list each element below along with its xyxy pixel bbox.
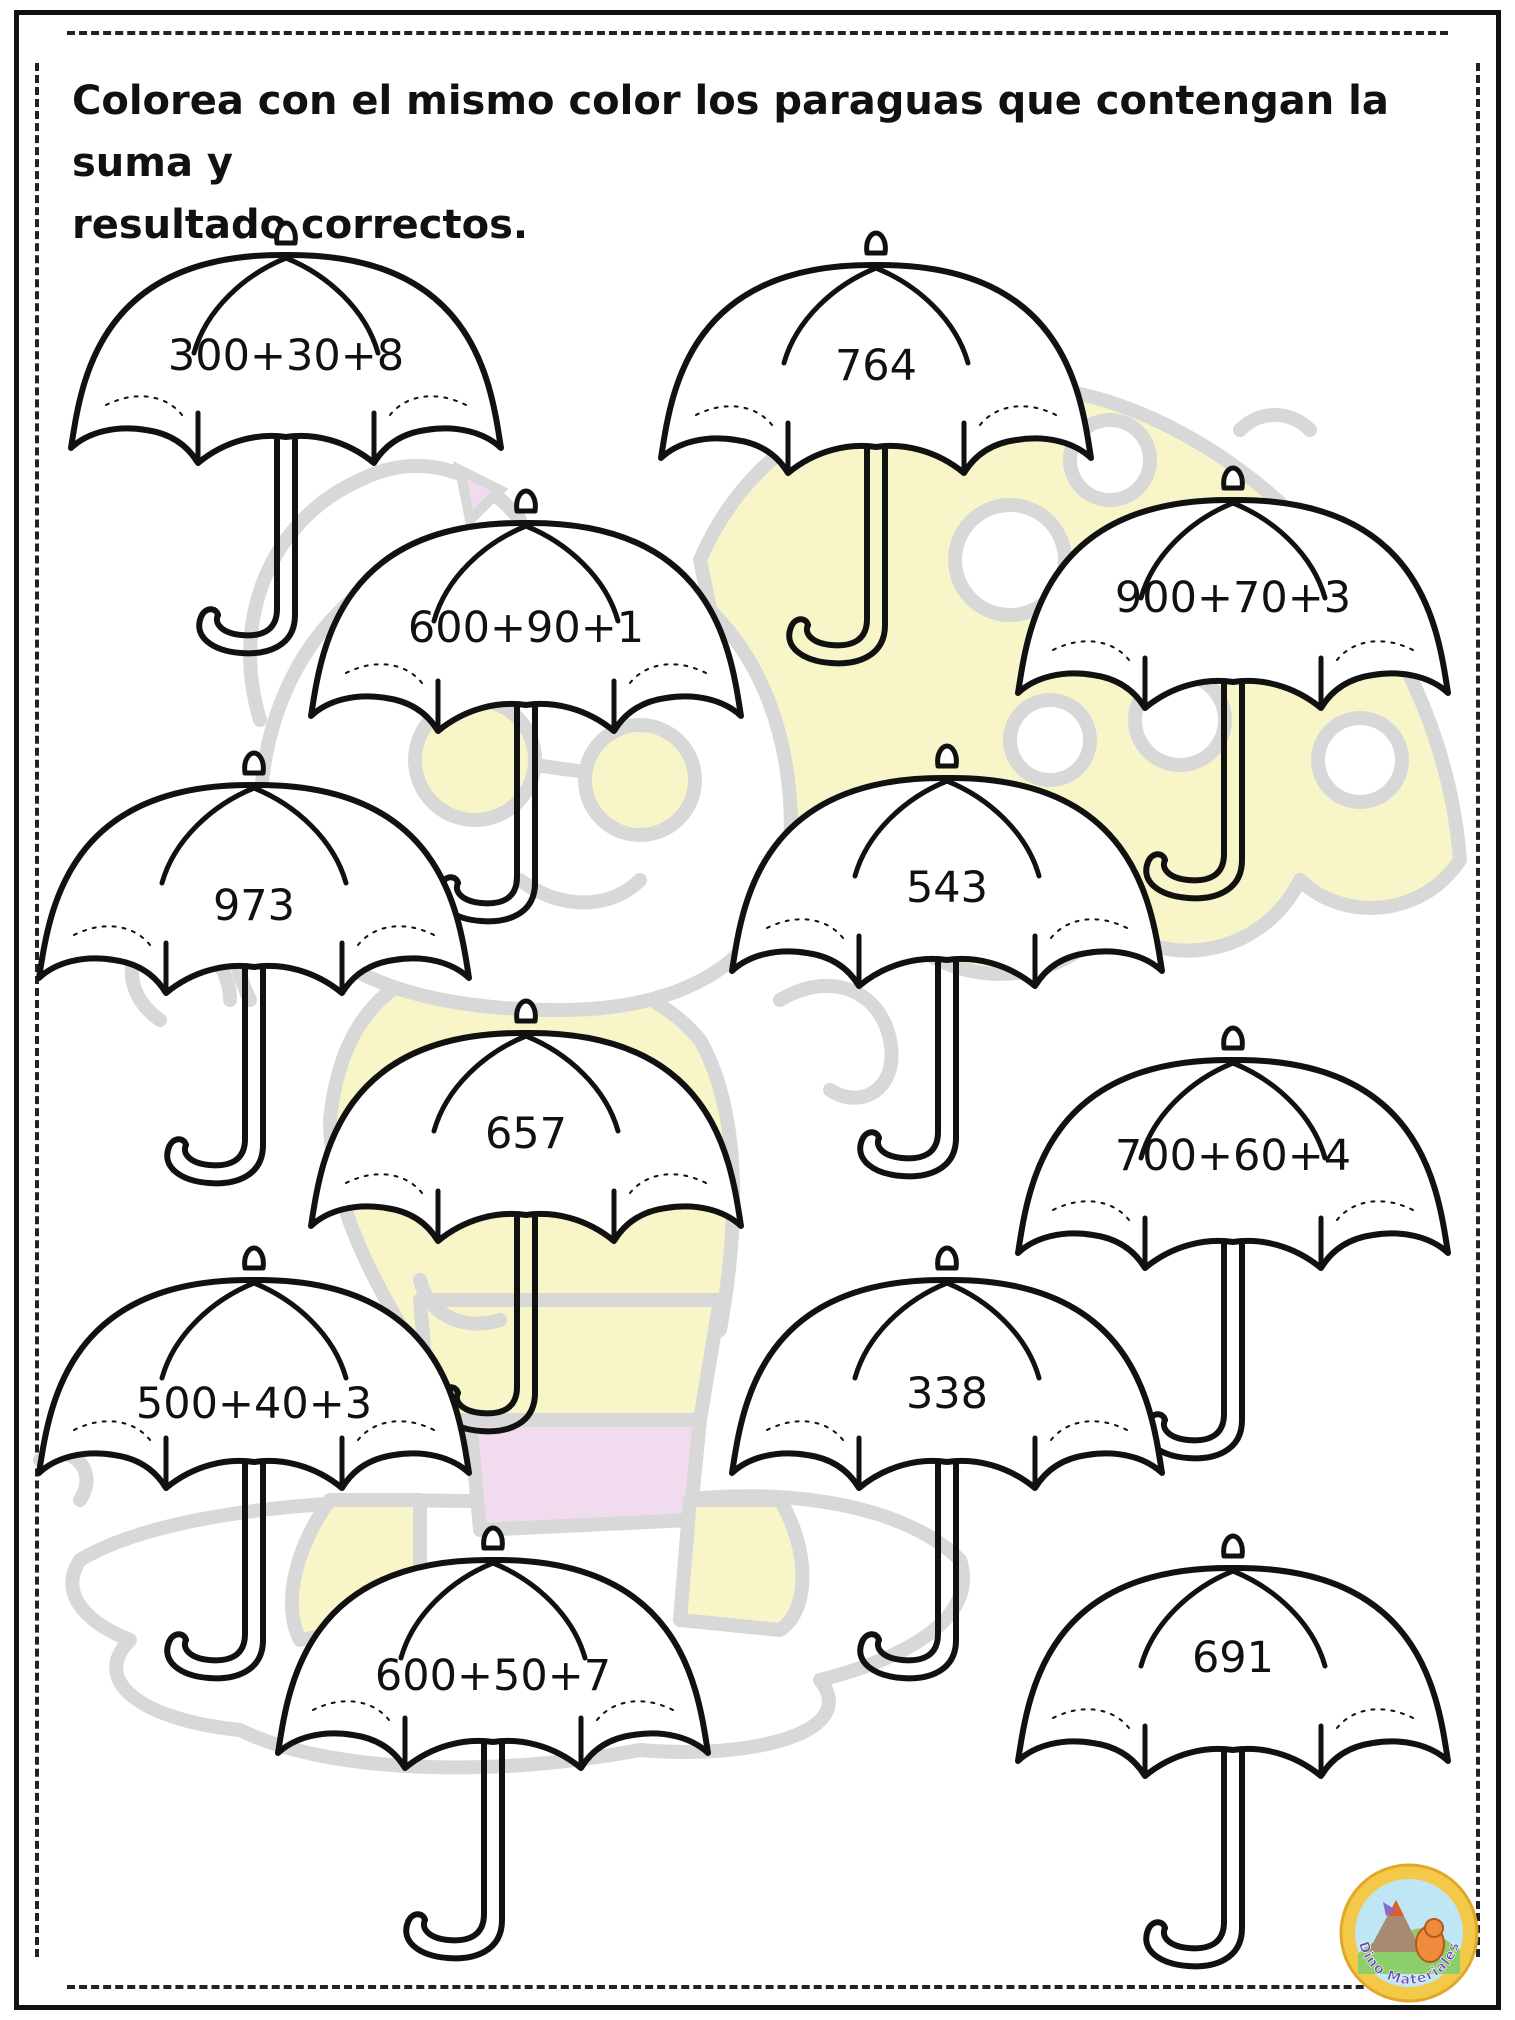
dino-materiales-logo: Dino Materiales bbox=[1339, 1863, 1479, 2003]
umbrella-12[interactable]: 691 bbox=[1018, 1536, 1448, 1966]
page-border bbox=[14, 10, 1501, 2010]
border-dashes-bottom bbox=[67, 1985, 1448, 1989]
umbrella-5[interactable]: 973 bbox=[39, 753, 469, 1183]
umbrella-9-label: 500+40+3 bbox=[136, 1379, 372, 1429]
instructions-text: Colorea con el mismo color los paraguas … bbox=[72, 70, 1462, 256]
umbrella-2[interactable]: 764 bbox=[661, 233, 1091, 663]
umbrella-1-label: 300+30+8 bbox=[168, 331, 404, 381]
umbrella-12-label: 691 bbox=[1192, 1633, 1274, 1683]
umbrella-10-label: 338 bbox=[906, 1369, 988, 1419]
umbrella-5-label: 973 bbox=[213, 881, 295, 931]
umbrella-11-label: 600+50+7 bbox=[375, 1651, 611, 1701]
umbrella-8[interactable]: 700+60+4 bbox=[1018, 1028, 1448, 1458]
umbrella-1[interactable]: 300+30+8 bbox=[71, 223, 501, 653]
umbrella-8-label: 700+60+4 bbox=[1115, 1131, 1351, 1181]
umbrella-7-label: 657 bbox=[485, 1109, 567, 1159]
umbrella-4[interactable]: 900+70+3 bbox=[1018, 468, 1448, 898]
umbrella-3[interactable]: 600+90+1 bbox=[311, 491, 741, 921]
umbrella-6-label: 543 bbox=[906, 863, 988, 913]
umbrella-6[interactable]: 543 bbox=[732, 746, 1162, 1176]
umbrella-9[interactable]: 500+40+3 bbox=[39, 1248, 469, 1678]
border-dashes-right bbox=[1476, 63, 1480, 1957]
border-dashes-top bbox=[67, 31, 1448, 35]
border-dashes-left bbox=[35, 63, 39, 1957]
instructions-line-2: resultado correctos. bbox=[72, 202, 529, 248]
umbrella-3-label: 600+90+1 bbox=[408, 603, 644, 653]
umbrella-7[interactable]: 657 bbox=[311, 1001, 741, 1431]
umbrella-2-label: 764 bbox=[835, 341, 917, 391]
umbrella-11[interactable]: 600+50+7 bbox=[278, 1528, 708, 1958]
umbrella-10[interactable]: 338 bbox=[732, 1248, 1162, 1678]
umbrella-4-label: 900+70+3 bbox=[1115, 573, 1351, 623]
instructions-line-1: Colorea con el mismo color los paraguas … bbox=[72, 78, 1389, 186]
